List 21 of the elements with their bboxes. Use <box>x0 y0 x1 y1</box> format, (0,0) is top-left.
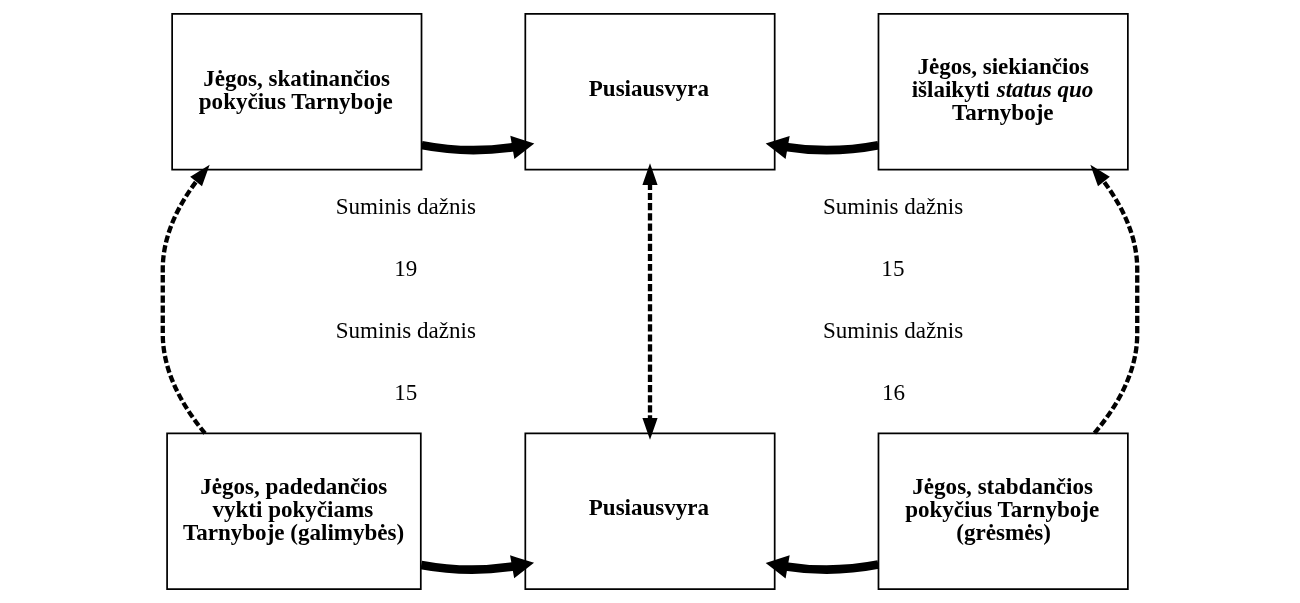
node-box: Pusiausvyra <box>524 432 776 590</box>
label: 16 <box>882 378 906 405</box>
label: Suminis dažnis <box>335 316 476 343</box>
arrow <box>420 135 535 159</box>
node-box: Pusiausvyra <box>524 13 776 171</box>
arrow <box>642 163 658 440</box>
label: 19 <box>394 254 418 281</box>
node-box: Jėgos, stabdančios pokyčius Tarnyboje (grėsmės) <box>877 432 1129 590</box>
node-box: Jėgos, skatinančios pokyčius Tarnyboje <box>171 13 423 171</box>
label: 15 <box>394 378 418 405</box>
label: Suminis dažnis <box>822 193 964 219</box>
label: Suminis dažnis <box>822 316 964 343</box>
arrow <box>420 555 535 579</box>
node-box: Jėgos, siekiančios išlaikyti status quo Tarnyboje <box>877 13 1129 171</box>
label: Suminis dažnis <box>335 193 476 219</box>
label: 15 <box>881 254 905 281</box>
arrow <box>1090 164 1140 435</box>
node-box: Jėgos, padedančios vykti pokyčiams Tarnyboje (galimybės) <box>166 432 422 590</box>
arrow <box>765 555 880 579</box>
arrow <box>160 164 210 435</box>
arrow <box>765 135 880 159</box>
